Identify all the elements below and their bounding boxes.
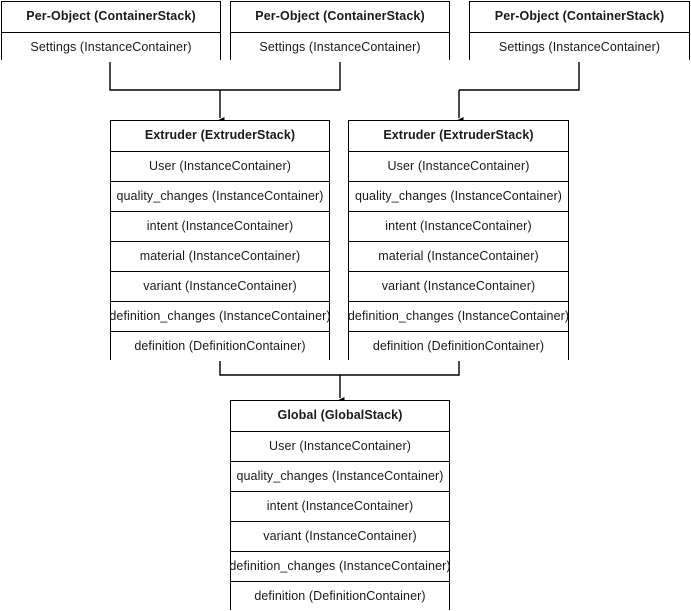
per-object-stack-3: Per-Object (ContainerStack)Settings (Ins… bbox=[469, 1, 690, 62]
extruder-stack-1-row: material (InstanceContainer) bbox=[111, 241, 329, 271]
global-stack-row: definition (DefinitionContainer) bbox=[231, 581, 449, 611]
global-stack-row: User (InstanceContainer) bbox=[231, 431, 449, 461]
global-stack: Global (GlobalStack)User (InstanceContai… bbox=[229, 400, 451, 611]
global-stack-row: quality_changes (InstanceContainer) bbox=[231, 461, 449, 491]
edge-extruder-2-to-global bbox=[340, 360, 460, 376]
extruder-stack-1-row: quality_changes (InstanceContainer) bbox=[111, 181, 329, 211]
extruder-stack-2-header: Extruder (ExtruderStack) bbox=[349, 121, 568, 151]
global-stack-row: intent (InstanceContainer) bbox=[231, 491, 449, 521]
extruder-stack-1-row: variant (InstanceContainer) bbox=[111, 271, 329, 301]
connector-paths bbox=[109, 60, 580, 406]
extruder-stack-2: Extruder (ExtruderStack)User (InstanceCo… bbox=[348, 120, 569, 361]
global-stack-header: Global (GlobalStack) bbox=[231, 401, 449, 431]
extruder-stack-2-row: definition_changes (InstanceContainer) bbox=[348, 301, 569, 331]
extruder-stack-1-header: Extruder (ExtruderStack) bbox=[111, 121, 329, 151]
extruder-stack-2-row: material (InstanceContainer) bbox=[349, 241, 568, 271]
extruder-stack-1-row: User (InstanceContainer) bbox=[111, 151, 329, 181]
per-object-stack-1-row: Settings (InstanceContainer) bbox=[2, 32, 220, 62]
extruder-stack-1: Extruder (ExtruderStack)User (InstanceCo… bbox=[109, 120, 331, 361]
extruder-stack-2-row: quality_changes (InstanceContainer) bbox=[349, 181, 568, 211]
extruder-stack-1-row: definition (DefinitionContainer) bbox=[111, 331, 329, 361]
global-stack-row: definition_changes (InstanceContainer) bbox=[229, 551, 451, 581]
extruder-stack-2-row: variant (InstanceContainer) bbox=[349, 271, 568, 301]
per-object-stack-2-header: Per-Object (ContainerStack) bbox=[231, 2, 449, 32]
per-object-stack-2-row: Settings (InstanceContainer) bbox=[231, 32, 449, 62]
edge-per-object-1-to-extruder-1 bbox=[109, 60, 220, 91]
extruder-stack-2-row: User (InstanceContainer) bbox=[349, 151, 568, 181]
extruder-stack-2-row: definition (DefinitionContainer) bbox=[349, 331, 568, 361]
per-object-stack-3-header: Per-Object (ContainerStack) bbox=[470, 2, 689, 32]
extruder-stack-2-row: intent (InstanceContainer) bbox=[349, 211, 568, 241]
edge-extruder-1-to-global bbox=[219, 360, 340, 376]
global-stack-row: variant (InstanceContainer) bbox=[231, 521, 449, 551]
edge-per-object-3-to-extruder-2 bbox=[459, 60, 580, 91]
edge-per-object-2-to-extruder-1 bbox=[220, 60, 341, 91]
per-object-stack-1-header: Per-Object (ContainerStack) bbox=[2, 2, 220, 32]
per-object-stack-1: Per-Object (ContainerStack)Settings (Ins… bbox=[1, 1, 221, 62]
per-object-stack-3-row: Settings (InstanceContainer) bbox=[470, 32, 689, 62]
per-object-stack-2: Per-Object (ContainerStack)Settings (Ins… bbox=[230, 1, 450, 62]
extruder-stack-1-row: intent (InstanceContainer) bbox=[111, 211, 329, 241]
extruder-stack-1-row: definition_changes (InstanceContainer) bbox=[109, 301, 331, 331]
